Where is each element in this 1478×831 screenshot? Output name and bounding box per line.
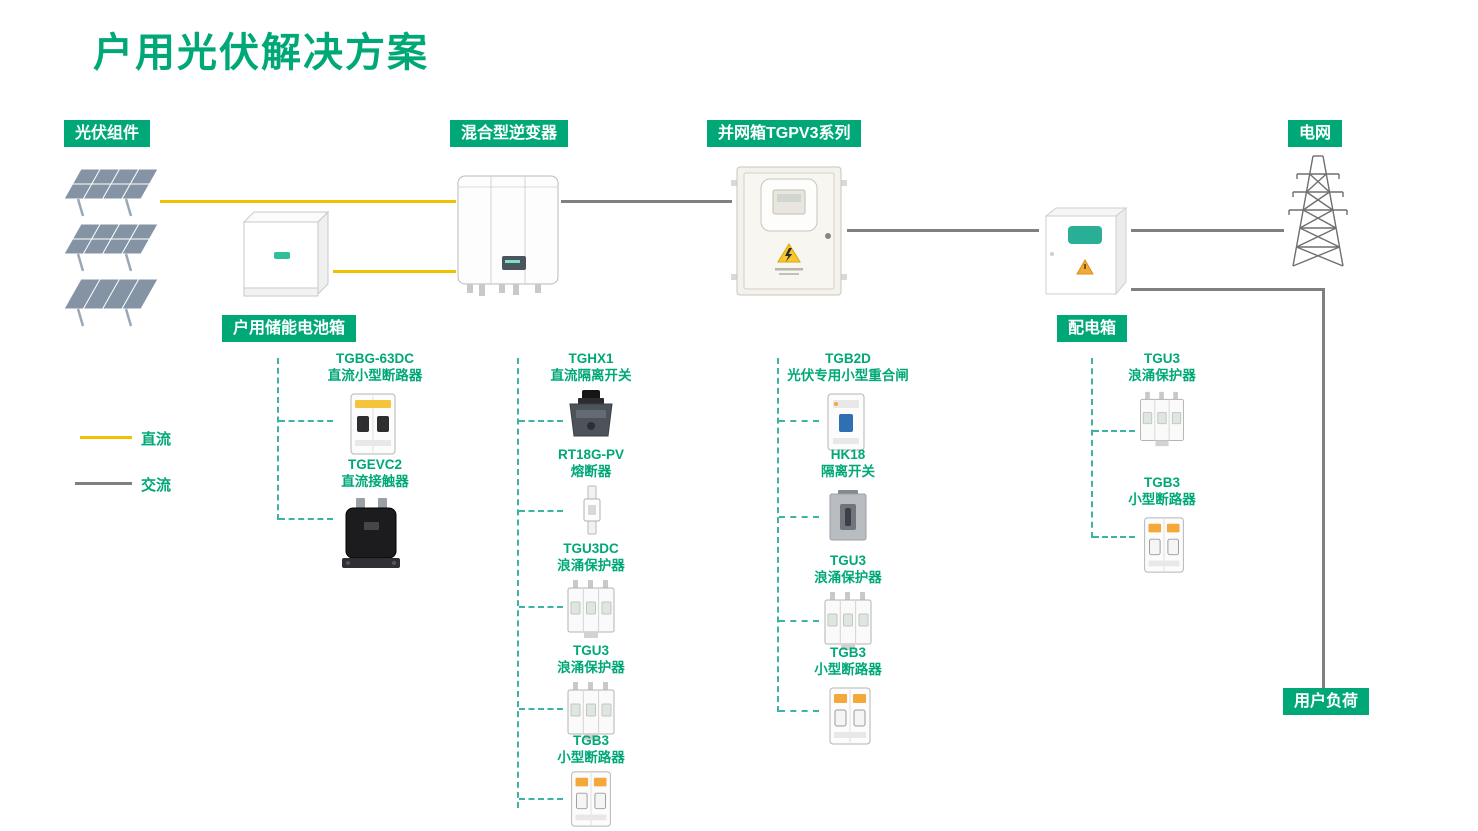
component-name: 直流隔离开关 bbox=[550, 368, 632, 383]
solar-panel-array-icon bbox=[64, 278, 159, 327]
connector-dashed bbox=[277, 358, 279, 520]
battery-cabinet-graphic bbox=[242, 210, 330, 297]
connector-dashed bbox=[519, 708, 563, 710]
ac-line-to-load-vertical bbox=[1322, 288, 1325, 688]
grid-connection-box-graphic bbox=[731, 166, 847, 296]
connector-dashed bbox=[519, 798, 563, 800]
mini-breaker-icon bbox=[829, 687, 871, 745]
component-label: RT18G-PV 熔断器 bbox=[521, 446, 661, 480]
solar-panel-array-icon bbox=[64, 223, 159, 272]
connector-dashed bbox=[779, 710, 819, 712]
component-label: TGB3 小型断路器 bbox=[773, 644, 923, 678]
mini-breaker-icon bbox=[571, 771, 611, 827]
ac-line-gridbox-to-distbox bbox=[847, 229, 1039, 232]
component-label: TGB3 小型断路器 bbox=[1092, 474, 1232, 508]
component-model: TGEVC2 bbox=[347, 457, 402, 472]
node-label-user-load: 用户负荷 bbox=[1283, 688, 1370, 715]
component-name: 浪涌保护器 bbox=[1128, 368, 1196, 383]
connector-dashed bbox=[1091, 358, 1093, 538]
node-label-pv-modules: 光伏组件 bbox=[64, 120, 151, 147]
node-label-grid-connection-box: 并网箱TGPV3系列 bbox=[707, 120, 862, 147]
component-label: TGU3 浪涌保护器 bbox=[773, 552, 923, 586]
component-label: HK18 隔离开关 bbox=[773, 446, 923, 480]
connector-dashed bbox=[1093, 536, 1135, 538]
component-name: 小型断路器 bbox=[1128, 492, 1196, 507]
mini-breaker-icon bbox=[1144, 517, 1184, 573]
component-name: 直流小型断路器 bbox=[327, 368, 423, 383]
component-name: 熔断器 bbox=[570, 464, 612, 479]
connector-dashed bbox=[777, 358, 779, 712]
surge-protector-icon bbox=[1140, 391, 1184, 447]
component-name: 浪涌保护器 bbox=[557, 558, 625, 573]
component-label: TGB3 小型断路器 bbox=[521, 732, 661, 766]
component-model: HK18 bbox=[830, 447, 866, 462]
component-name: 直流接触器 bbox=[341, 474, 409, 489]
component-label: TGHX1 直流隔离开关 bbox=[521, 350, 661, 384]
dc-breaker-icon bbox=[350, 393, 396, 455]
pv-recloser-icon bbox=[827, 393, 865, 451]
surge-protector-icon bbox=[824, 592, 872, 650]
component-name: 隔离开关 bbox=[821, 464, 875, 479]
connector-dashed bbox=[519, 420, 563, 422]
dc-line-pv-to-inverter bbox=[160, 200, 456, 203]
component-label: TGU3DC 浪涌保护器 bbox=[521, 540, 661, 574]
component-model: TGU3DC bbox=[563, 541, 619, 556]
node-label-distribution-box: 配电箱 bbox=[1057, 315, 1128, 342]
component-model: TGU3 bbox=[1143, 351, 1180, 366]
connector-dashed bbox=[517, 358, 519, 808]
node-label-hybrid-inverter: 混合型逆变器 bbox=[450, 120, 569, 147]
component-model: TGBG-63DC bbox=[335, 351, 414, 366]
component-label: TGBG-63DC 直流小型断路器 bbox=[305, 350, 445, 384]
legend-ac-label: 交流 bbox=[141, 477, 172, 494]
component-label: TGU3 浪涌保护器 bbox=[521, 642, 661, 676]
hybrid-inverter-graphic bbox=[457, 175, 559, 296]
component-label: TGEVC2 直流接触器 bbox=[305, 456, 445, 490]
surge-protector-icon bbox=[567, 682, 615, 740]
component-name: 浪涌保护器 bbox=[557, 660, 625, 675]
component-model: TGB2D bbox=[825, 351, 871, 366]
knife-switch-icon bbox=[829, 490, 867, 541]
component-model: TGB3 bbox=[829, 645, 866, 660]
page-title: 户用光伏解决方案 bbox=[93, 31, 429, 75]
connector-dashed bbox=[519, 510, 563, 512]
node-label-power-grid: 电网 bbox=[1288, 120, 1343, 147]
ac-line-inverter-to-gridbox bbox=[561, 200, 732, 203]
connector-dashed bbox=[279, 420, 333, 422]
connector-dashed bbox=[779, 516, 819, 518]
component-model: RT18G-PV bbox=[557, 447, 625, 462]
legend-dc-swatch bbox=[80, 436, 132, 439]
connector-dashed bbox=[519, 606, 563, 608]
dc-line-battery-to-inverter bbox=[333, 270, 456, 273]
component-model: TGU3 bbox=[572, 643, 609, 658]
surge-protector-icon bbox=[567, 580, 615, 638]
distribution-box-graphic bbox=[1044, 206, 1128, 296]
connector-dashed bbox=[279, 518, 333, 520]
node-label-battery-storage-box: 户用储能电池箱 bbox=[222, 315, 357, 342]
ac-line-to-load-horizontal bbox=[1131, 288, 1325, 291]
component-name: 浪涌保护器 bbox=[814, 570, 882, 585]
legend-dc-label: 直流 bbox=[141, 431, 172, 448]
component-model: TGU3 bbox=[829, 553, 866, 568]
transmission-tower-icon bbox=[1288, 155, 1348, 267]
connector-dashed bbox=[779, 420, 819, 422]
connector-dashed bbox=[1093, 430, 1135, 432]
component-name: 光伏专用小型重合闸 bbox=[787, 368, 909, 383]
legend-ac-swatch bbox=[75, 482, 132, 485]
component-label: TGB2D 光伏专用小型重合闸 bbox=[773, 350, 923, 384]
dc-isolator-switch-icon bbox=[569, 390, 613, 437]
component-model: TGHX1 bbox=[568, 351, 614, 366]
dc-contactor-icon bbox=[342, 498, 400, 568]
solar-panel-array-icon bbox=[64, 168, 159, 217]
component-model: TGB3 bbox=[572, 733, 609, 748]
component-name: 小型断路器 bbox=[557, 750, 625, 765]
component-name: 小型断路器 bbox=[814, 662, 882, 677]
ac-line-distbox-to-grid bbox=[1131, 229, 1284, 232]
component-model: TGB3 bbox=[1143, 475, 1180, 490]
connector-dashed bbox=[779, 620, 819, 622]
fuse-holder-icon bbox=[583, 485, 601, 535]
component-label: TGU3 浪涌保护器 bbox=[1092, 350, 1232, 384]
